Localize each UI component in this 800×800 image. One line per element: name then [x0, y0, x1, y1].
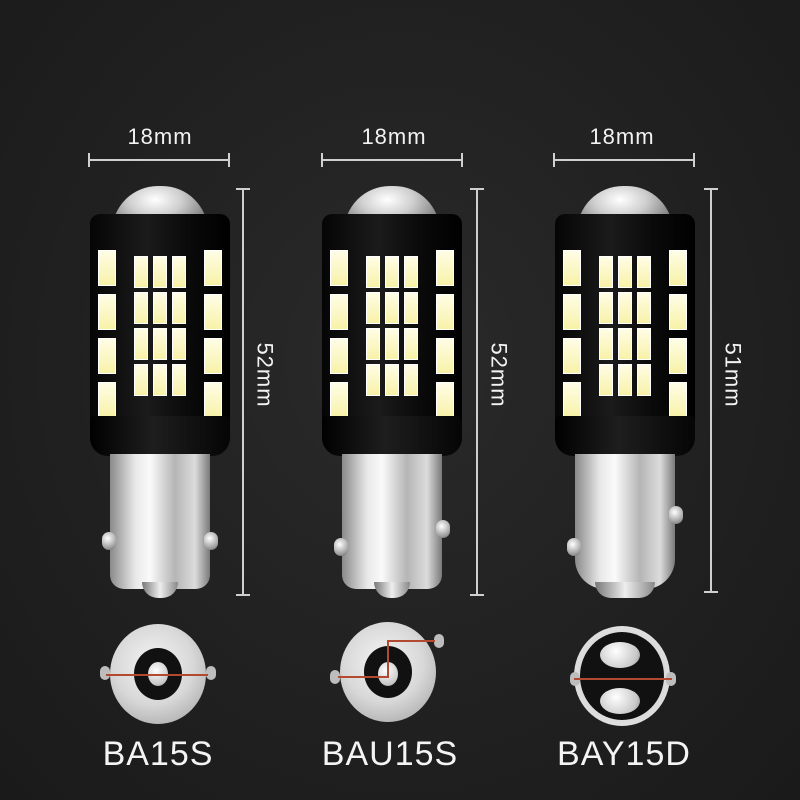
width-label: 18mm	[361, 124, 427, 149]
width-dimension-line	[321, 153, 463, 167]
led-chip-grid	[134, 256, 186, 396]
height-dimension-line	[236, 188, 250, 596]
model-label: BAY15D	[557, 735, 691, 773]
socket-bottom-view	[562, 626, 682, 726]
height-dimension-line	[470, 188, 484, 596]
led-bulb-image	[322, 186, 462, 606]
metal-base	[110, 454, 210, 589]
height-label: 51mm	[720, 342, 746, 408]
model-label: BAU15S	[321, 735, 459, 773]
width-dimension-line	[553, 153, 695, 167]
led-bulb-image	[90, 186, 230, 606]
height-dimension-line	[704, 188, 718, 593]
height-label: 52mm	[486, 342, 512, 408]
model-label: BA15S	[102, 735, 214, 773]
width-dimension-line	[88, 153, 230, 167]
led-bulb-image	[555, 186, 695, 606]
width-label: 18mm	[589, 124, 655, 149]
socket-bottom-view	[98, 624, 218, 724]
width-label: 18mm	[127, 124, 193, 149]
height-label: 52mm	[252, 342, 278, 408]
socket-bottom-view	[328, 622, 448, 722]
